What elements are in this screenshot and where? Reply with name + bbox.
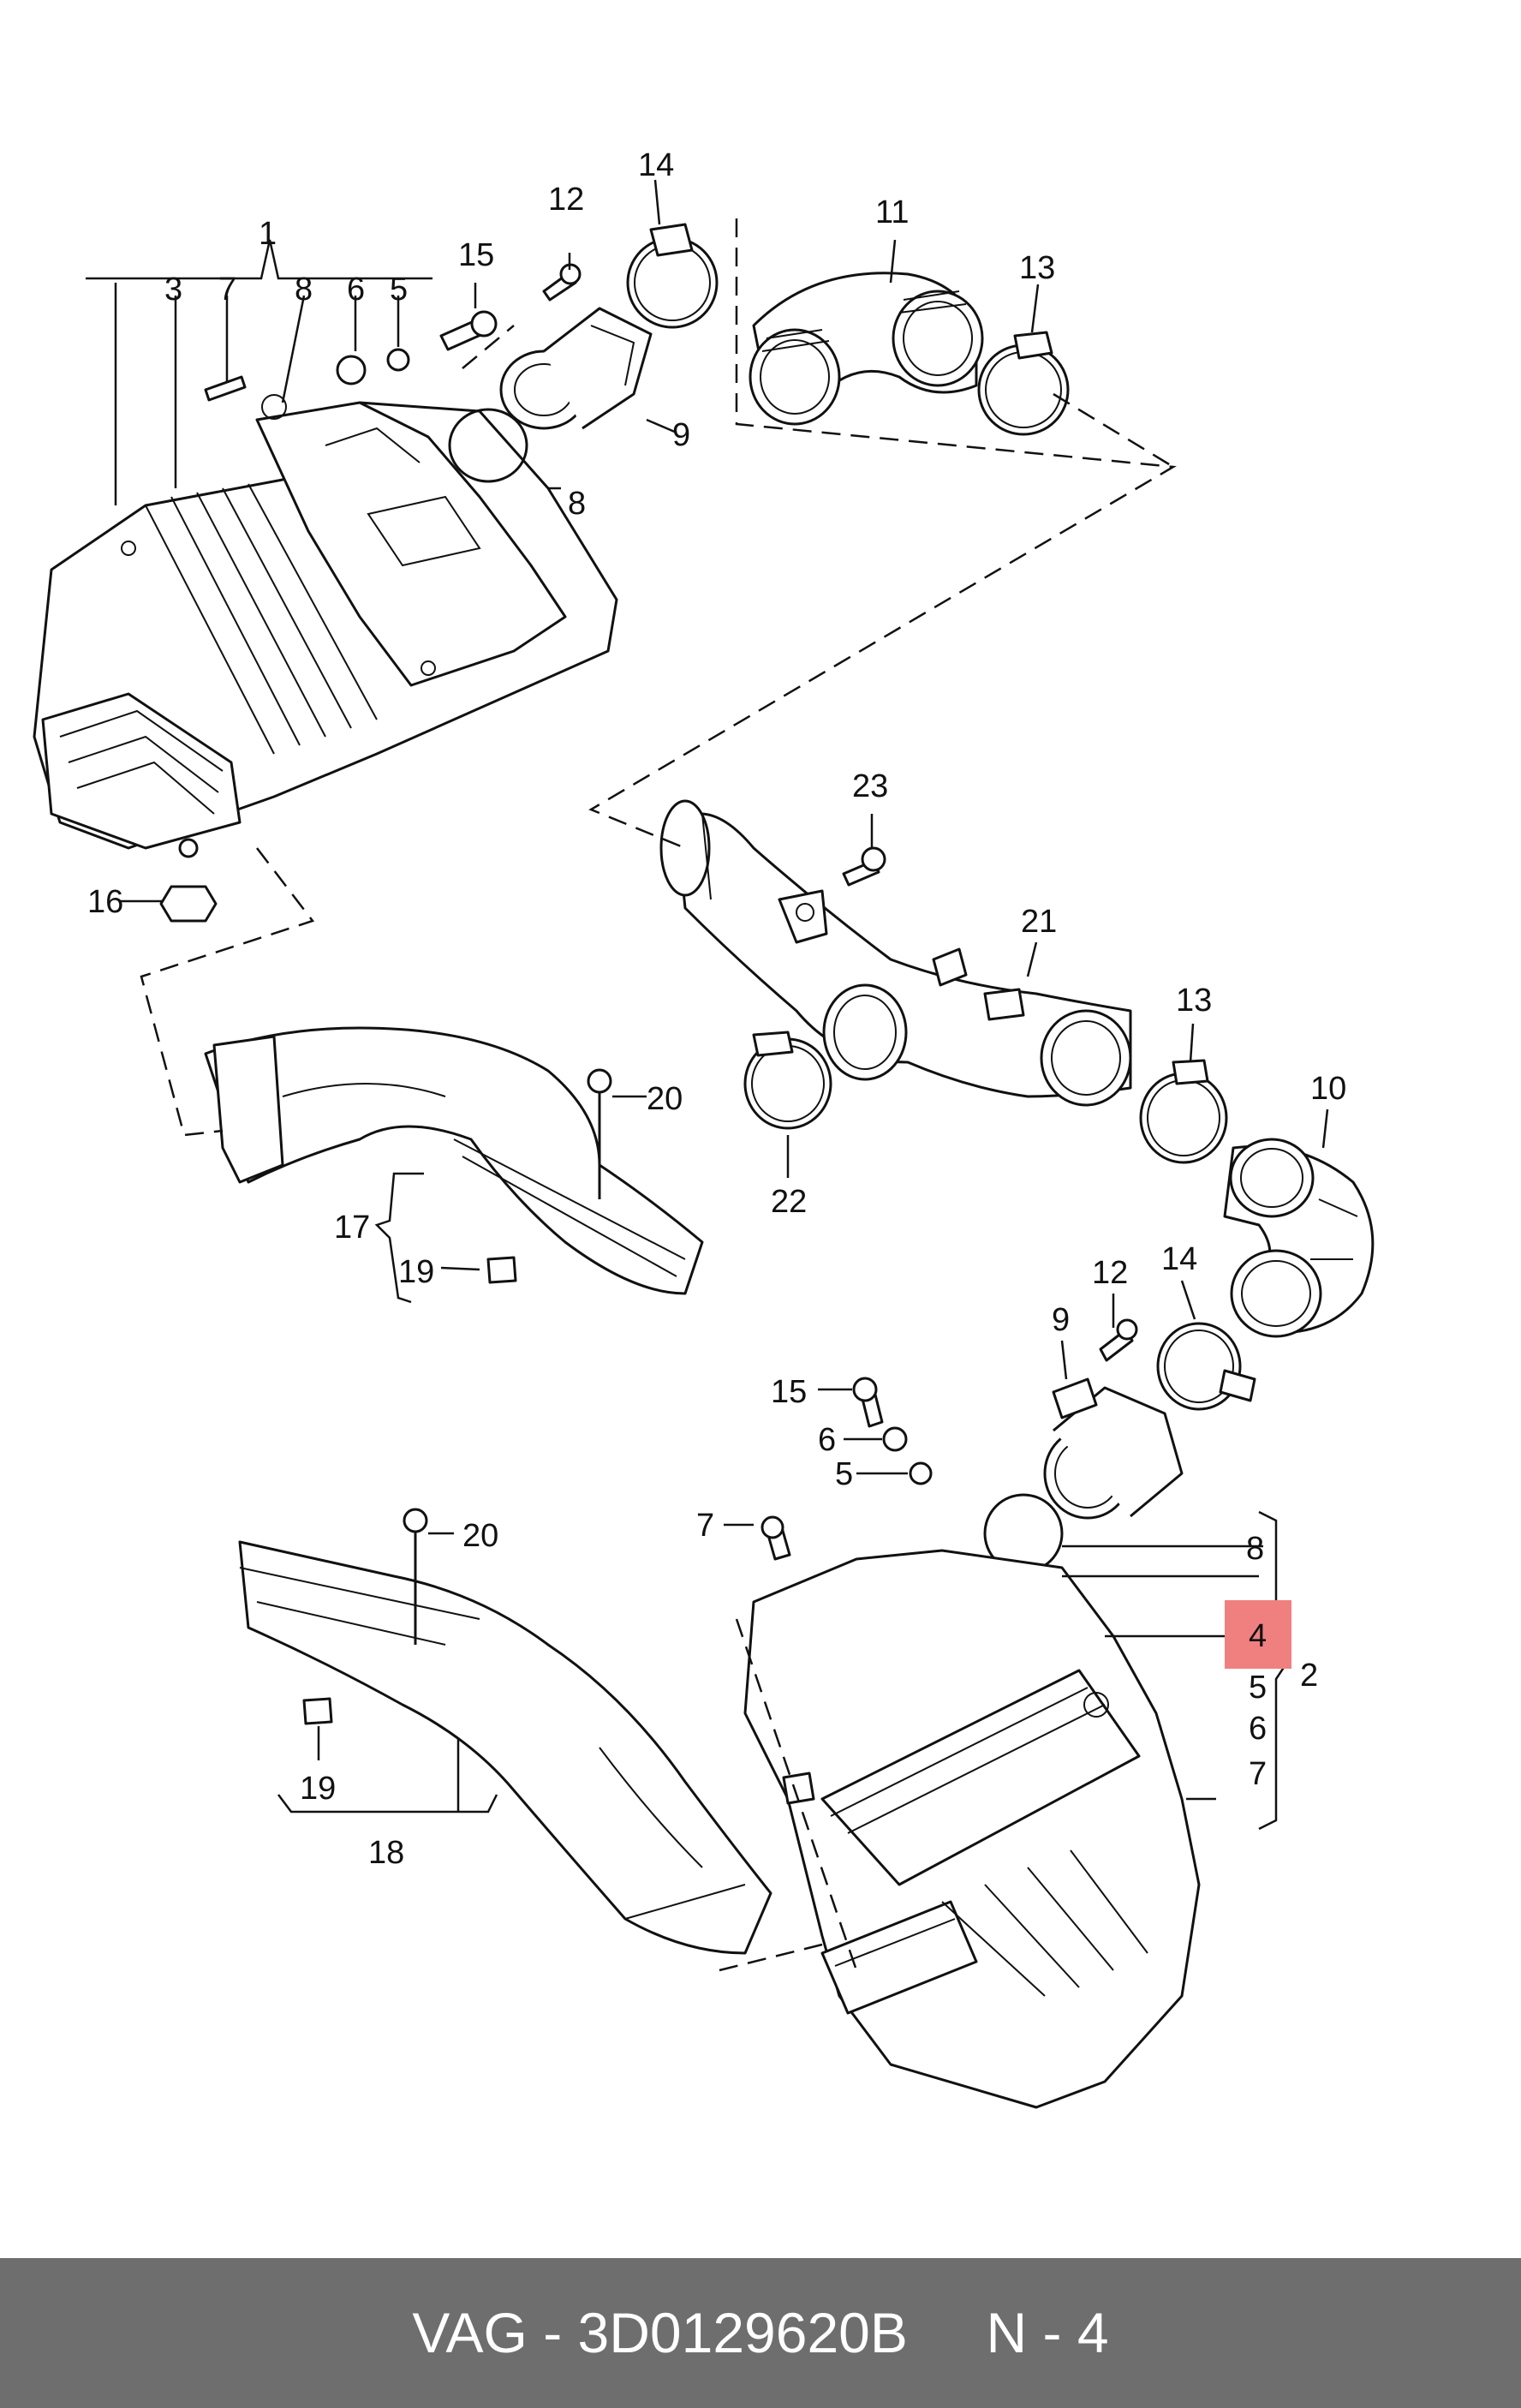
screw-20a	[587, 1068, 612, 1199]
callout-4: 4	[1249, 1618, 1267, 1654]
callout-14a: 14	[638, 147, 674, 183]
callout-9b: 9	[1052, 1302, 1070, 1338]
callout-2: 2	[1300, 1658, 1318, 1694]
highlight-label-4	[1225, 1600, 1291, 1669]
air-filter-housing-upper	[33, 394, 618, 850]
callout-3: 3	[164, 272, 182, 308]
fastener-12a	[542, 263, 582, 302]
callout-15a: 15	[458, 237, 494, 273]
callout-5c: 5	[1249, 1670, 1267, 1706]
fastener-23	[842, 846, 886, 887]
assembly-dashed-lines	[140, 218, 1177, 1972]
clip-19b	[302, 1697, 333, 1725]
fastener-7b	[760, 1515, 791, 1561]
callout-18: 18	[368, 1835, 404, 1871]
fastener-5a	[386, 348, 410, 372]
callout-5b: 5	[835, 1456, 853, 1492]
callout-7a: 7	[218, 272, 236, 308]
callout-12b: 12	[1092, 1255, 1128, 1291]
callout-13a: 13	[1019, 250, 1055, 286]
callout-12a: 12	[548, 182, 584, 218]
callout-10: 10	[1310, 1071, 1346, 1107]
callout-7c: 7	[1249, 1756, 1267, 1792]
fastener-15a	[439, 310, 498, 351]
callout-19b: 19	[300, 1771, 336, 1807]
clamp-13-middle	[1139, 1059, 1228, 1164]
callout-13b: 13	[1176, 983, 1212, 1019]
o-ring-8-upper	[448, 408, 528, 483]
callout-23: 23	[852, 768, 888, 804]
clamp-22	[743, 1031, 832, 1130]
callout-1: 1	[259, 216, 277, 252]
callout-20a: 20	[647, 1081, 683, 1117]
callout-labels: 1 3 7 8 6 5 15 12 14 11 13 9 8 16 23 21 …	[87, 147, 1346, 1871]
fastener-7a	[204, 375, 247, 402]
air-duct-18	[238, 1540, 772, 1955]
callout-16: 16	[87, 884, 123, 920]
clamp-14-upper	[626, 223, 719, 329]
air-duct-17	[204, 1026, 704, 1295]
intake-pipe-21	[659, 799, 1132, 1107]
callout-6a: 6	[347, 272, 365, 308]
footer-bar: VAG - 3D0129620B N - 4	[0, 2258, 1521, 2408]
clamp-14-lower	[1156, 1322, 1256, 1411]
exploded-parts-diagram: 1 3 7 8 6 5 15 12 14 11 13 9 8 16 23 21 …	[33, 147, 1375, 2109]
callout-21: 21	[1021, 904, 1057, 940]
part-number-caption: VAG - 3D0129620B N - 4	[412, 2301, 1109, 2364]
callout-11: 11	[875, 194, 909, 230]
callout-9a: 9	[672, 417, 690, 453]
hose-11	[749, 272, 984, 426]
callout-20b: 20	[462, 1518, 498, 1554]
fastener-6b	[882, 1426, 908, 1452]
callout-6b: 6	[818, 1422, 836, 1458]
callout-8c: 8	[1246, 1531, 1264, 1567]
leader-lines	[86, 179, 1329, 1831]
callout-22: 22	[771, 1184, 807, 1220]
callout-7b: 7	[696, 1508, 714, 1544]
fastener-15b	[852, 1377, 884, 1428]
clip-19a	[486, 1256, 517, 1284]
hose-10	[1223, 1138, 1375, 1338]
maf-sensor-upper	[499, 307, 653, 430]
nut-16	[159, 838, 218, 923]
callout-5a: 5	[390, 272, 408, 308]
callout-8a: 8	[295, 272, 313, 308]
clamp-13-upper	[977, 331, 1070, 436]
fastener-12b	[1099, 1318, 1138, 1362]
callout-15b: 15	[771, 1374, 807, 1410]
callout-14b: 14	[1161, 1241, 1197, 1277]
callout-19a: 19	[398, 1254, 434, 1290]
callout-8b: 8	[568, 486, 586, 522]
callout-17: 17	[334, 1210, 370, 1246]
fastener-5b	[909, 1461, 933, 1485]
fastener-6a	[336, 355, 367, 385]
maf-sensor-lower	[1043, 1377, 1184, 1520]
air-filter-housing-lower	[743, 1549, 1201, 2109]
screw-20b	[403, 1508, 428, 1645]
callout-6c: 6	[1249, 1711, 1267, 1747]
